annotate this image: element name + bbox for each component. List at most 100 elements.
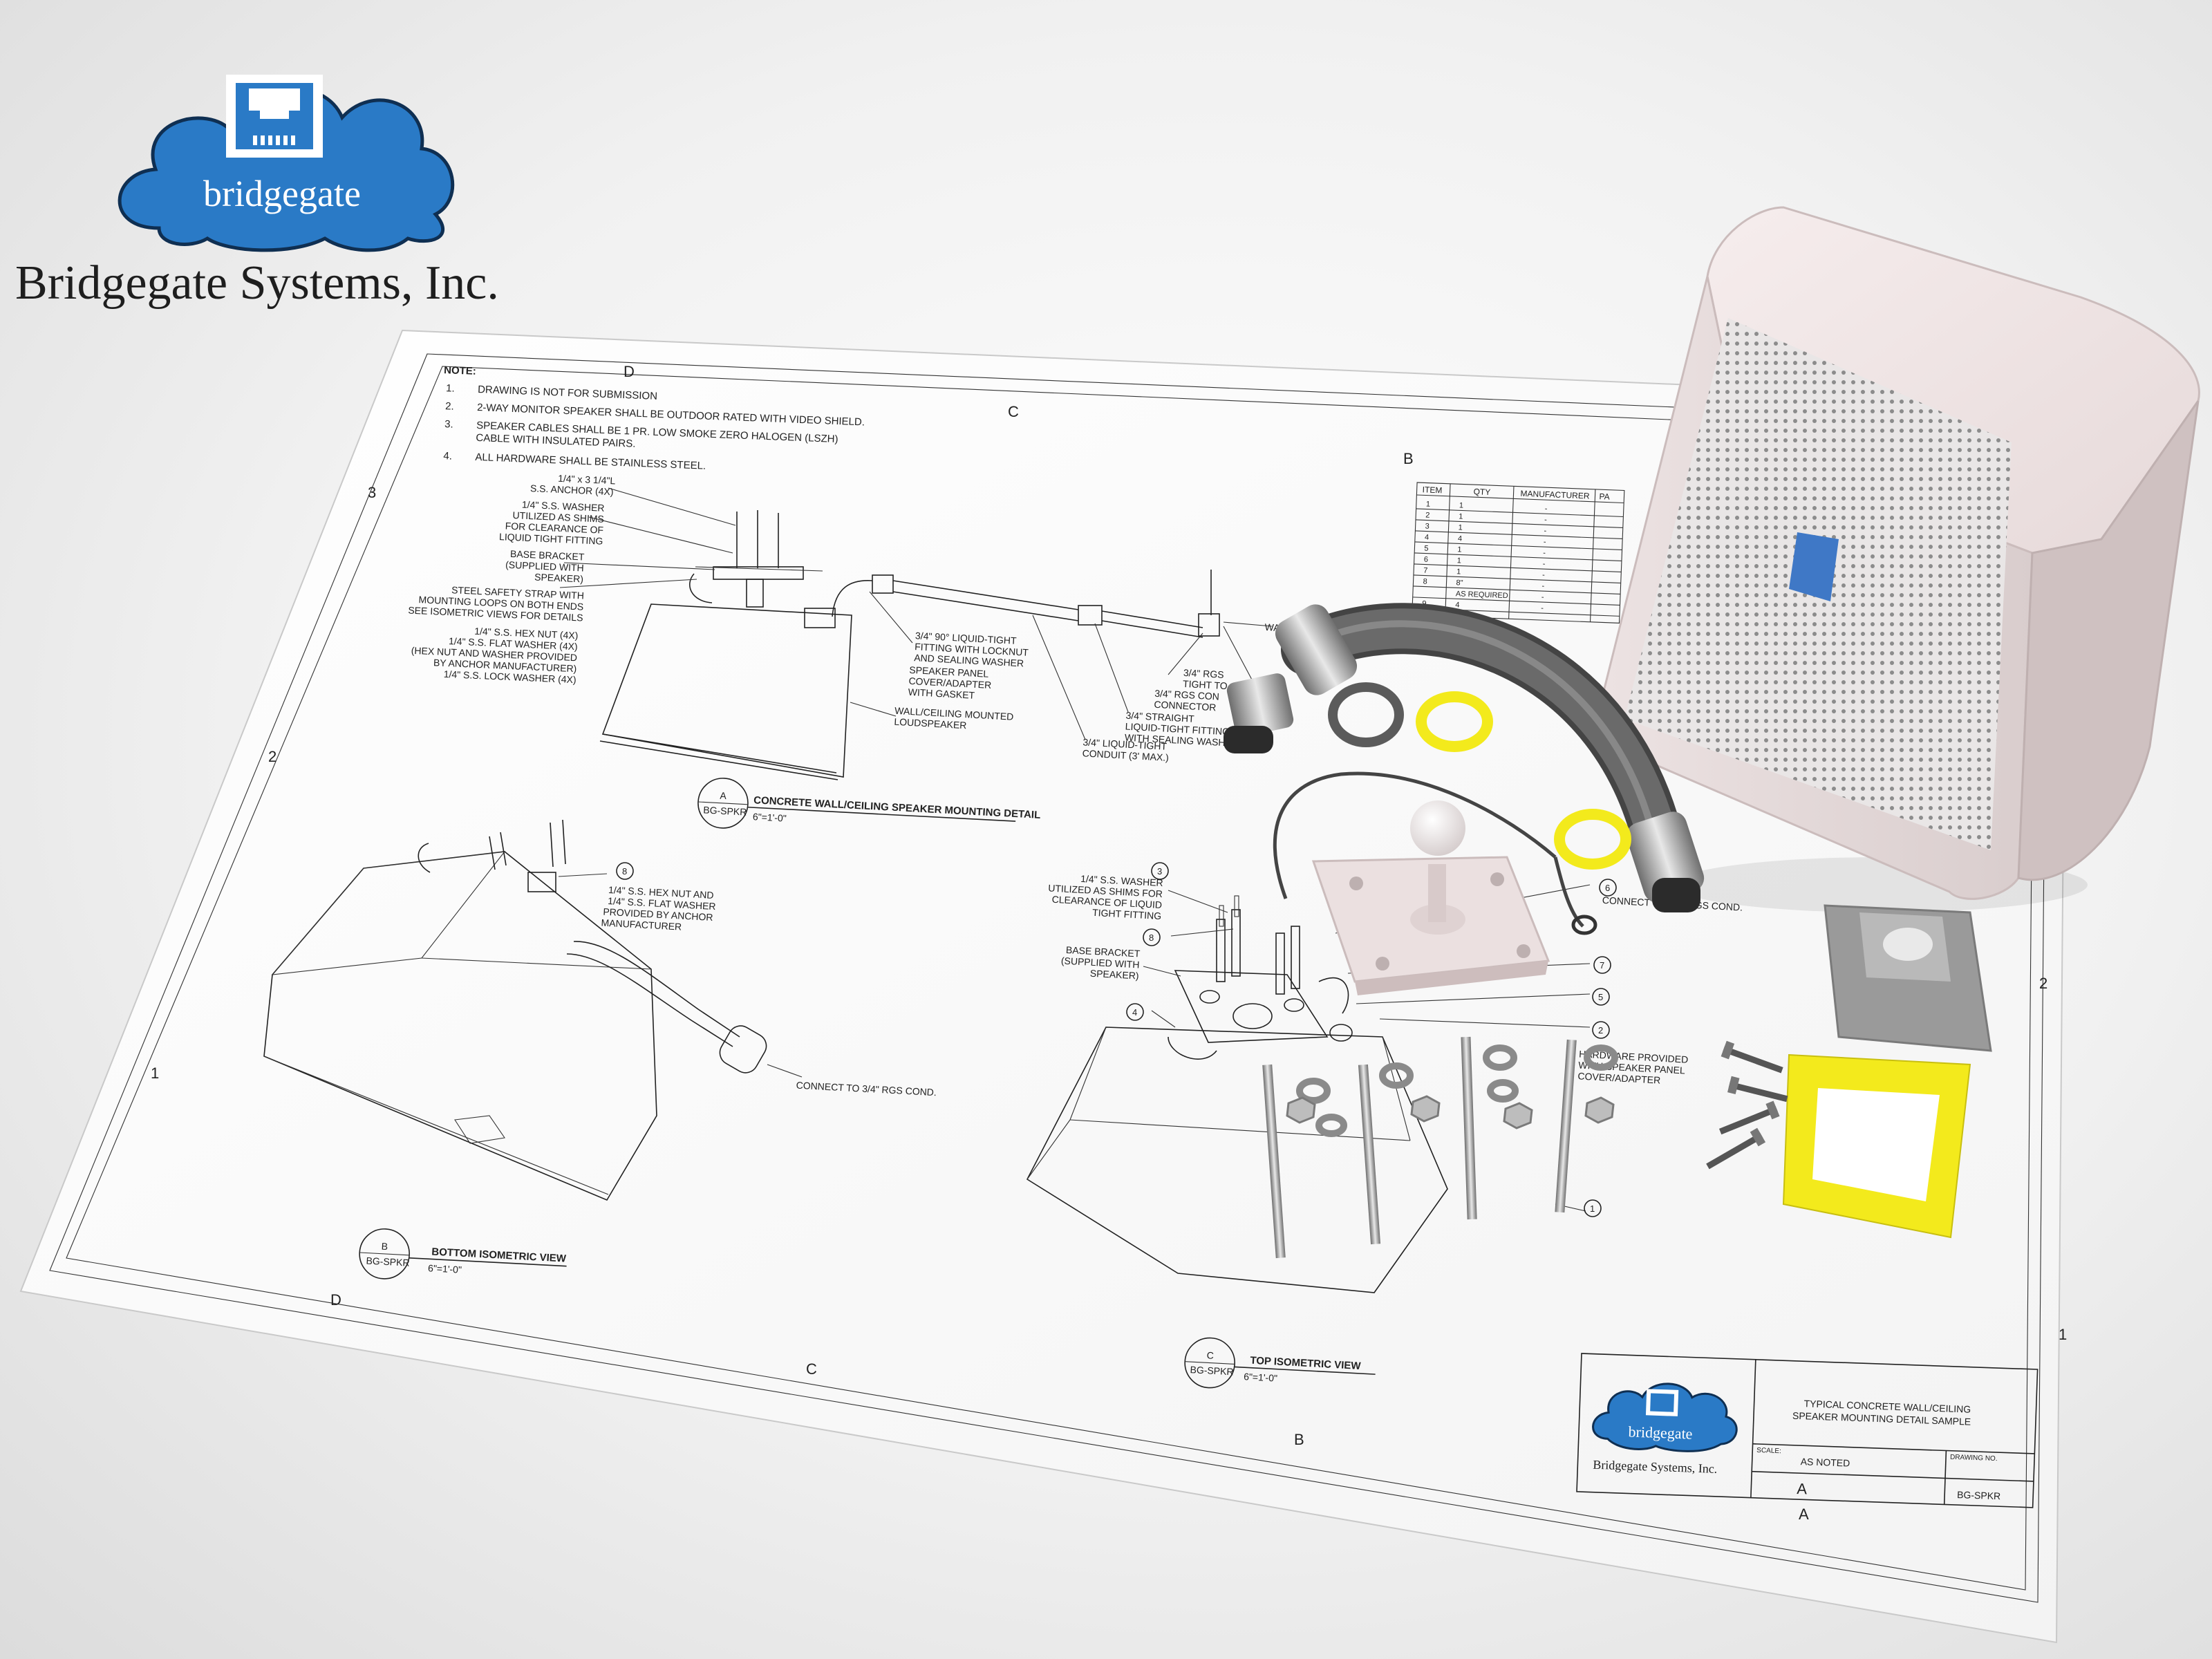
bom-row-divider [1415, 519, 1623, 529]
detail-c-drawing [1026, 884, 1591, 1293]
a-callout-conduit-2: CONDUIT (3' MAX.) [1082, 747, 1169, 763]
conduit-icon [1224, 603, 1705, 912]
a-callout-rgscon-1: 3/4" RGS CON [1154, 688, 1219, 702]
bom-cell: 5 [1424, 544, 1429, 552]
c-balloon-1: 1 [1590, 1203, 1595, 1214]
detail-c-scale: 6"=1'-0" [1244, 1371, 1278, 1384]
title-block-logo-word: bridgegate [1628, 1423, 1693, 1442]
bom-cell: 4 [1458, 534, 1463, 543]
a-callout-conduit-1: 3/4" LIQUID-TIGHT [1082, 736, 1168, 751]
a-callout-bracket-1: BASE BRACKET [510, 548, 585, 563]
a-callout-panel-2: COVER/ADAPTER [908, 675, 991, 691]
title-block-logo: bridgegate Bridgegate Systems, Inc. [1592, 1382, 1738, 1476]
a-callout-panel-3: WITH GASKET [908, 686, 975, 701]
balloon-2: 2 [1592, 1021, 1610, 1039]
bom-cell: 1 [1426, 500, 1431, 509]
zone-bottom-c: C [806, 1360, 817, 1378]
detail-b-drawing [263, 819, 803, 1201]
b-callout-1: 1/4" S.S. HEX NUT AND [608, 884, 714, 901]
a-callout-washer-2: UTILIZED AS SHIMS [512, 509, 604, 525]
a-callout-straight-1: 3/4" STRAIGHT [1125, 710, 1194, 724]
a-callout-rgscon-2: CONNECTOR [1154, 699, 1217, 713]
company-logo: bridgegate Bridgegate Systems, Inc. [15, 75, 499, 310]
a-callout-rgs-2: TIGHT TO [1183, 678, 1228, 691]
bom-header-qty: QTY [1473, 487, 1490, 497]
a-callout-nut-1: 1/4" S.S. HEX NUT (4X) [474, 626, 579, 641]
c-balloon-6: 6 [1605, 883, 1610, 893]
bom-cell: - [1542, 571, 1545, 579]
c-balloon-5: 5 [1598, 992, 1603, 1002]
bom-cell: 1 [1457, 556, 1462, 565]
zone-top-c: C [1008, 403, 1019, 420]
detail-a-tag-letter: A [720, 790, 727, 802]
b-callout-4: MANUFACTURER [601, 917, 682, 932]
bom-cell: - [1541, 582, 1544, 590]
c-balloon-7: 7 [1600, 960, 1604, 971]
detail-b-tag-sheet: BG-SPKR [366, 1255, 410, 1268]
gasket-ring-icon [1416, 691, 1631, 870]
bom-cell: - [1544, 538, 1546, 546]
bom-cell: 4 [1455, 601, 1460, 609]
balloon-8-c: 8 [1143, 928, 1161, 946]
bom-row-divider [1414, 563, 1622, 572]
zone-top-b: B [1403, 450, 1414, 467]
detail-c-callouts: 1/4" S.S. WASHER UTILIZED AS SHIMS FOR C… [1048, 873, 1163, 982]
a-callout-washer-3: FOR CLEARANCE OF [505, 521, 604, 536]
a-callout-bracket-2: (SUPPLIED WITH [505, 559, 584, 574]
cloud-icon [118, 86, 455, 252]
screws-icon [1706, 1040, 1788, 1170]
bom-cell: 1 [1458, 523, 1463, 532]
c-callout-bracket-1: BASE BRACKET [1066, 944, 1141, 959]
zone-right-1: 1 [2059, 1326, 2067, 1343]
detail-a-callouts-right: 3/4" 90° LIQUID-TIGHT FITTING WITH LOCKN… [894, 630, 1029, 731]
bom-row-divider [1413, 585, 1621, 594]
note-2-num: 2. [445, 400, 454, 412]
detail-c-title: C BG-SPKR TOP ISOMETRIC VIEW 6"=1'-0" [1184, 1337, 1376, 1389]
c-callout-hardware-3: COVER/ADAPTER [1577, 1070, 1660, 1085]
bom-row-divider [1416, 508, 1624, 518]
bom-cell: - [1543, 549, 1546, 557]
bom-cell: 8 [1423, 577, 1427, 585]
drawing-no-label: DRAWING NO. [1950, 1454, 1998, 1463]
b-balloon-text: 8 [622, 866, 627, 877]
bom-header-item: ITEM [1422, 485, 1442, 495]
balloon-4: 4 [1126, 1003, 1144, 1021]
detail-a-tag-sheet: BG-SPKR [703, 804, 747, 817]
c-balloon-3: 3 [1157, 866, 1162, 877]
balloon-7: 7 [1593, 956, 1611, 974]
base-bracket-icon [1311, 800, 1550, 995]
bom-header-manufacturer: MANUFACTURER [1520, 489, 1590, 501]
panel-adapter-icon [1824, 904, 1992, 1052]
detail-b-scale: 6"=1'-0" [428, 1262, 462, 1275]
a-callout-anchor-2: S.S. ANCHOR (4X) [530, 482, 614, 497]
balloon-1: 1 [1584, 1199, 1602, 1217]
zone-labels: D C B D C B A 3 2 1 3 2 1 [151, 363, 2067, 1523]
bom-cell: 4 [1425, 533, 1430, 541]
a-callout-fitting-1: 3/4" 90° LIQUID-TIGHT [915, 630, 1018, 646]
zone-bottom-a: A [1799, 1506, 1809, 1523]
a-callout-anchor-1: 1/4" x 3 1/4"L [558, 473, 616, 487]
company-name: Bridgegate Systems, Inc. [15, 256, 499, 310]
gasket-icon [1782, 1053, 1971, 1239]
washer-icon [1296, 1044, 1618, 1137]
scale-value: AS NOTED [1800, 1456, 1850, 1468]
a-callout-straight-3: WITH SEALING WASH [1125, 732, 1226, 749]
speaker-icon [1601, 206, 2200, 912]
bom-cell: 2 [1425, 512, 1430, 520]
bom-row-divider [1414, 541, 1622, 551]
bom-cell: AS REQUIRED [1456, 590, 1508, 600]
hex-nut-icon [1286, 1095, 1615, 1130]
balloon-6: 6 [1599, 879, 1617, 897]
bom-header-part: PA [1599, 491, 1610, 502]
notes-heading: NOTE: [444, 364, 476, 377]
safety-strap-icon [1273, 771, 1597, 935]
bom-row-divider [1415, 530, 1623, 540]
a-callout-straight-2: LIQUID-TIGHT FITTING [1125, 721, 1230, 738]
detail-b-tag-letter: B [381, 1241, 388, 1252]
a-callout-panel-1: SPEAKER PANEL [909, 664, 989, 679]
a-callout-rgs-1: 3/4" RGS [1183, 667, 1224, 680]
a-callout-washer-1: 1/4" S.S. WASHER [522, 499, 605, 514]
bom-cell: 8" [1456, 579, 1463, 587]
bom-cell: 1 [1457, 545, 1462, 554]
